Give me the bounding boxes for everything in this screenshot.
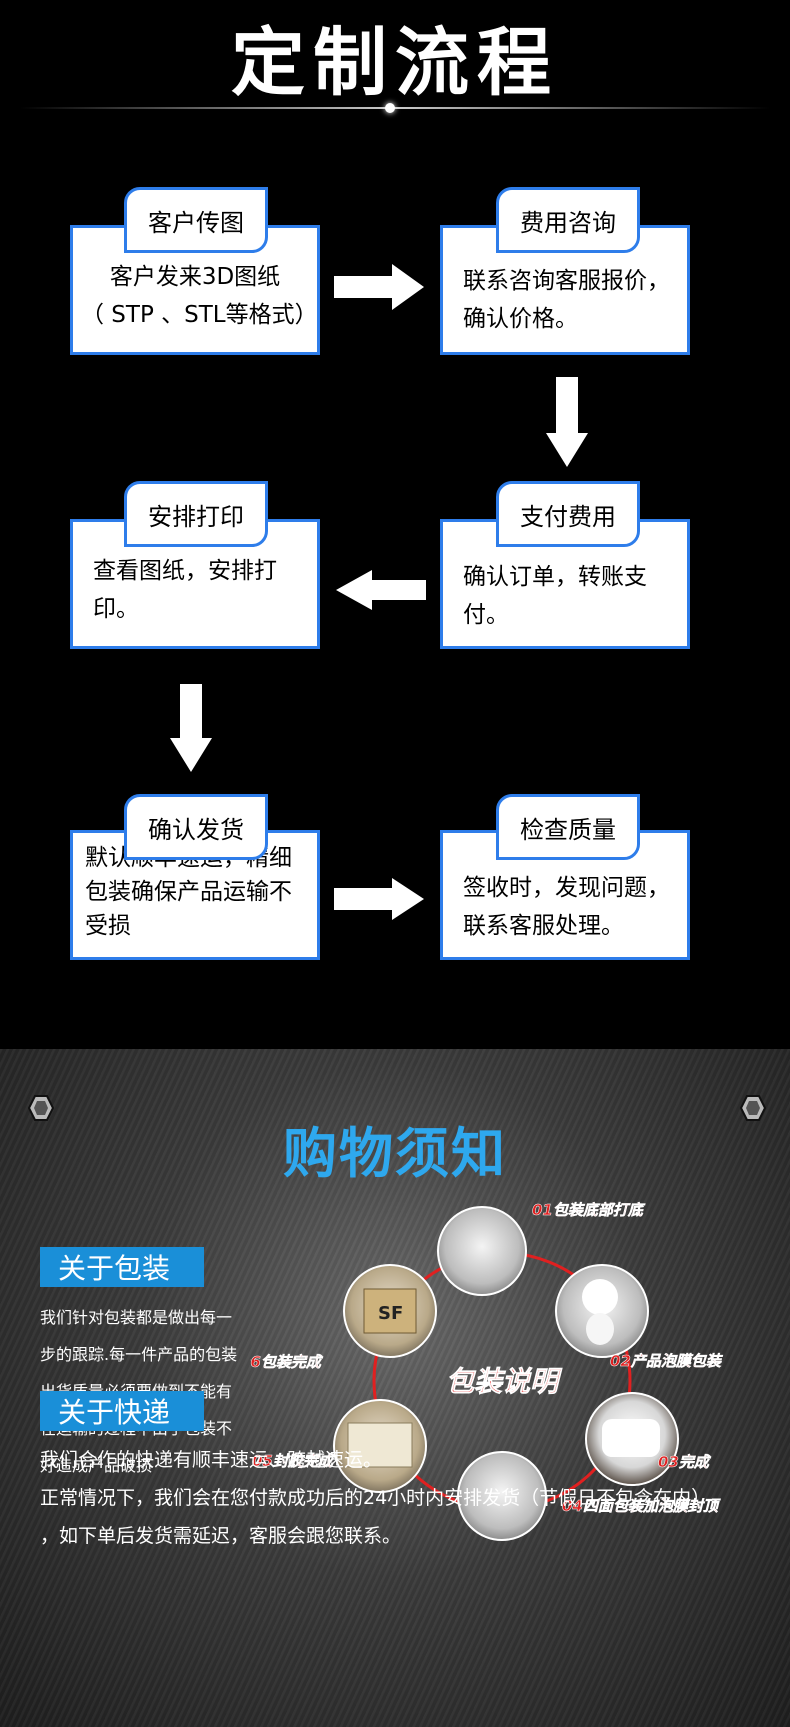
- step-payment: 确认订单，转账支 付。 支付费用: [440, 481, 696, 649]
- step-arrange-print: 查看图纸，安排打 印。 安排打印: [70, 481, 326, 649]
- arrow-down-icon: [546, 377, 588, 467]
- hex-bolt-icon: [28, 1095, 54, 1121]
- packaging-label: 关于包装: [40, 1247, 204, 1287]
- diagram-step-label: 06包装完成: [250, 1353, 324, 1371]
- diagram-step-label: 04四面包装加泡膜封顶: [562, 1497, 721, 1515]
- step-upload-drawing: 客户发来3D图纸 （ STP 、STL等格式） 客户传图: [70, 187, 326, 355]
- photo-foam-top: [457, 1451, 547, 1541]
- step-text-line: 确认订单，转账支: [463, 564, 647, 590]
- step-text-line: 联系咨询客服报价，: [463, 268, 670, 294]
- arrow-down-icon: [170, 684, 212, 772]
- packaging-line: 步的跟踪.每一件产品的包装: [40, 1345, 238, 1364]
- step-text-line: 查看图纸，安排打: [93, 558, 277, 584]
- process-title: 定制流程: [231, 20, 559, 106]
- custom-process-section: 定制流程 客户发来3D图纸 （ STP 、STL等格式） 客户传图 联系咨询客服…: [20, 20, 770, 960]
- diagram-step-label: 03完成: [658, 1453, 712, 1471]
- diagram-step-label: 02产品泡膜包装: [610, 1352, 724, 1370]
- hex-bolt-icon: [740, 1095, 766, 1121]
- arrow-left-icon: [336, 570, 426, 610]
- arrow-right-icon: [334, 878, 424, 920]
- step-text-line: 包装确保产品运输不: [85, 879, 292, 905]
- diagram-step-label: 01包装底部打底: [532, 1201, 646, 1219]
- step-text-line: 印。: [93, 596, 139, 622]
- step-price-inquiry: 联系咨询客服报价， 确认价格。 费用咨询: [440, 187, 696, 355]
- express-line: 正常情况下，我们会在您付款成功后的24小时内安排发货（节假日不包含在内）: [40, 1487, 711, 1509]
- step-tab: 检查质量: [496, 794, 640, 860]
- express-line: ，如下单后发货需延迟，客服会跟您联系。: [40, 1525, 402, 1547]
- packaging-line: 我们针对包装都是做出每一: [40, 1308, 233, 1327]
- title-divider: [20, 107, 770, 109]
- title-divider-dot: [385, 103, 395, 113]
- express-text: 我们合作的快递有顺丰速运、跨越速运。 正常情况下，我们会在您付款成功后的24小时…: [40, 1441, 780, 1555]
- notice-title: 购物须知: [283, 1122, 507, 1185]
- arrow-right-icon: [334, 264, 424, 310]
- step-text-line: 联系客服处理。: [463, 913, 624, 939]
- step-text-line: 付。: [463, 602, 509, 628]
- shopping-notice-section: 购物须知 关于包装 我们针对包装都是做出每一 步的跟踪.每一件产品的包装 出货质…: [0, 1049, 790, 1727]
- photo-bubble-wrap-base: [437, 1206, 527, 1296]
- step-text-line: 签收时，发现问题，: [463, 875, 670, 901]
- step-text-line: 受损: [85, 913, 131, 939]
- step-tab: 客户传图: [124, 187, 268, 253]
- step-confirm-shipping: 默认顺丰速运，精细 包装确保产品运输不 受损 确认发货: [70, 794, 326, 960]
- step-tab: 确认发货: [124, 794, 268, 860]
- step-box: 签收时，发现问题， 联系客服处理。: [440, 830, 690, 960]
- packaging-line: 好造成产品破损: [40, 1456, 153, 1475]
- packaging-diagram: SF 包装说明 01包装底部打底 02产品泡膜包装 03完成 04四面包装加泡膜…: [250, 1201, 724, 1541]
- photo-sf-box: SF: [343, 1264, 437, 1358]
- step-tab: 安排打印: [124, 481, 268, 547]
- step-text-line: 确认价格。: [463, 306, 578, 332]
- diagram-center-label: 包装说明: [446, 1365, 563, 1398]
- photo-foam-wrapped: [585, 1392, 679, 1486]
- express-line: 我们合作的快递有顺丰速运、跨越速运。: [40, 1449, 383, 1471]
- step-text-line: （ STP 、STL等格式）: [81, 302, 318, 328]
- diagram-step-label: 05封胶完成: [252, 1452, 336, 1470]
- step-tab: 费用咨询: [496, 187, 640, 253]
- photo-product-figure: [555, 1264, 649, 1358]
- step-tab: 支付费用: [496, 481, 640, 547]
- express-label: 关于快递: [40, 1391, 204, 1431]
- svg-text:SF: SF: [378, 1303, 403, 1324]
- photo-sealed-box: [333, 1399, 427, 1493]
- step-check-quality: 签收时，发现问题， 联系客服处理。 检查质量: [440, 794, 696, 960]
- step-text-line: 客户发来3D图纸: [109, 264, 281, 290]
